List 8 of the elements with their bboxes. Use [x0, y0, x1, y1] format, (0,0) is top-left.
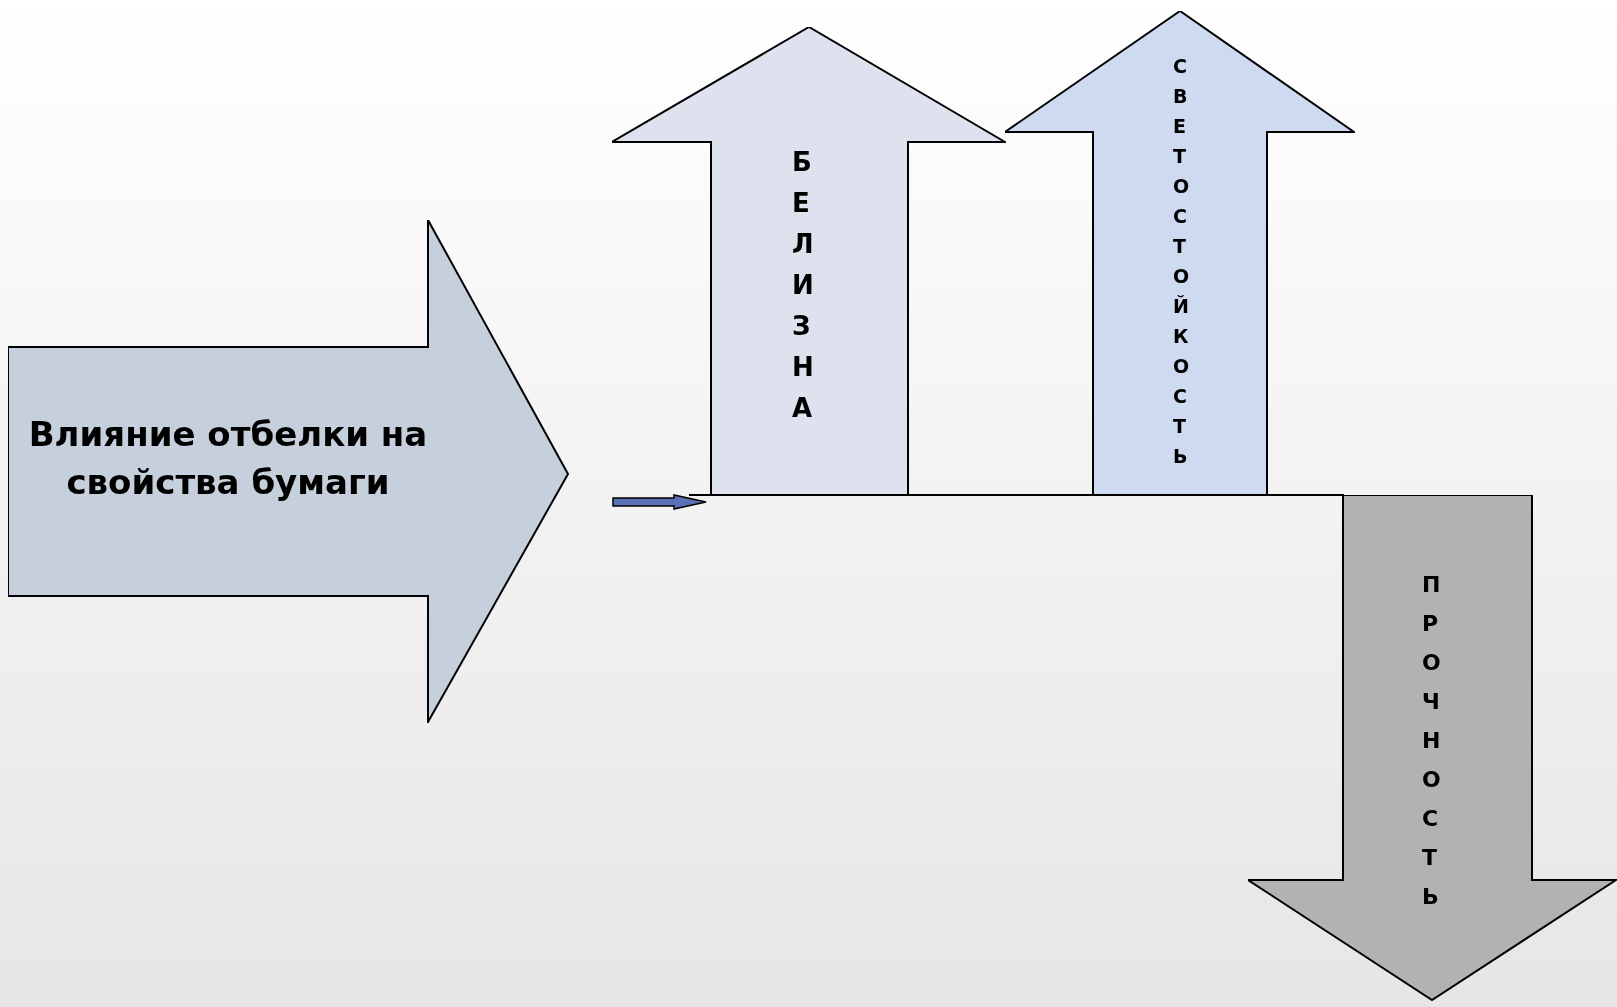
arrow-label: СВЕТОСТОЙКОСТЬ: [1173, 54, 1191, 469]
up-arrow-shape: [612, 27, 1006, 496]
arrow-label: Влияние отбелки на свойства бумаги: [27, 413, 429, 504]
down-arrow-shape: [1248, 495, 1617, 1001]
arrow-label: БЕЛИЗНА: [792, 146, 815, 425]
up-arrow-shape: [1005, 11, 1355, 496]
arrow-label: ПРОЧНОСТЬ: [1422, 571, 1442, 911]
right-arrow-shape: [8, 220, 569, 723]
